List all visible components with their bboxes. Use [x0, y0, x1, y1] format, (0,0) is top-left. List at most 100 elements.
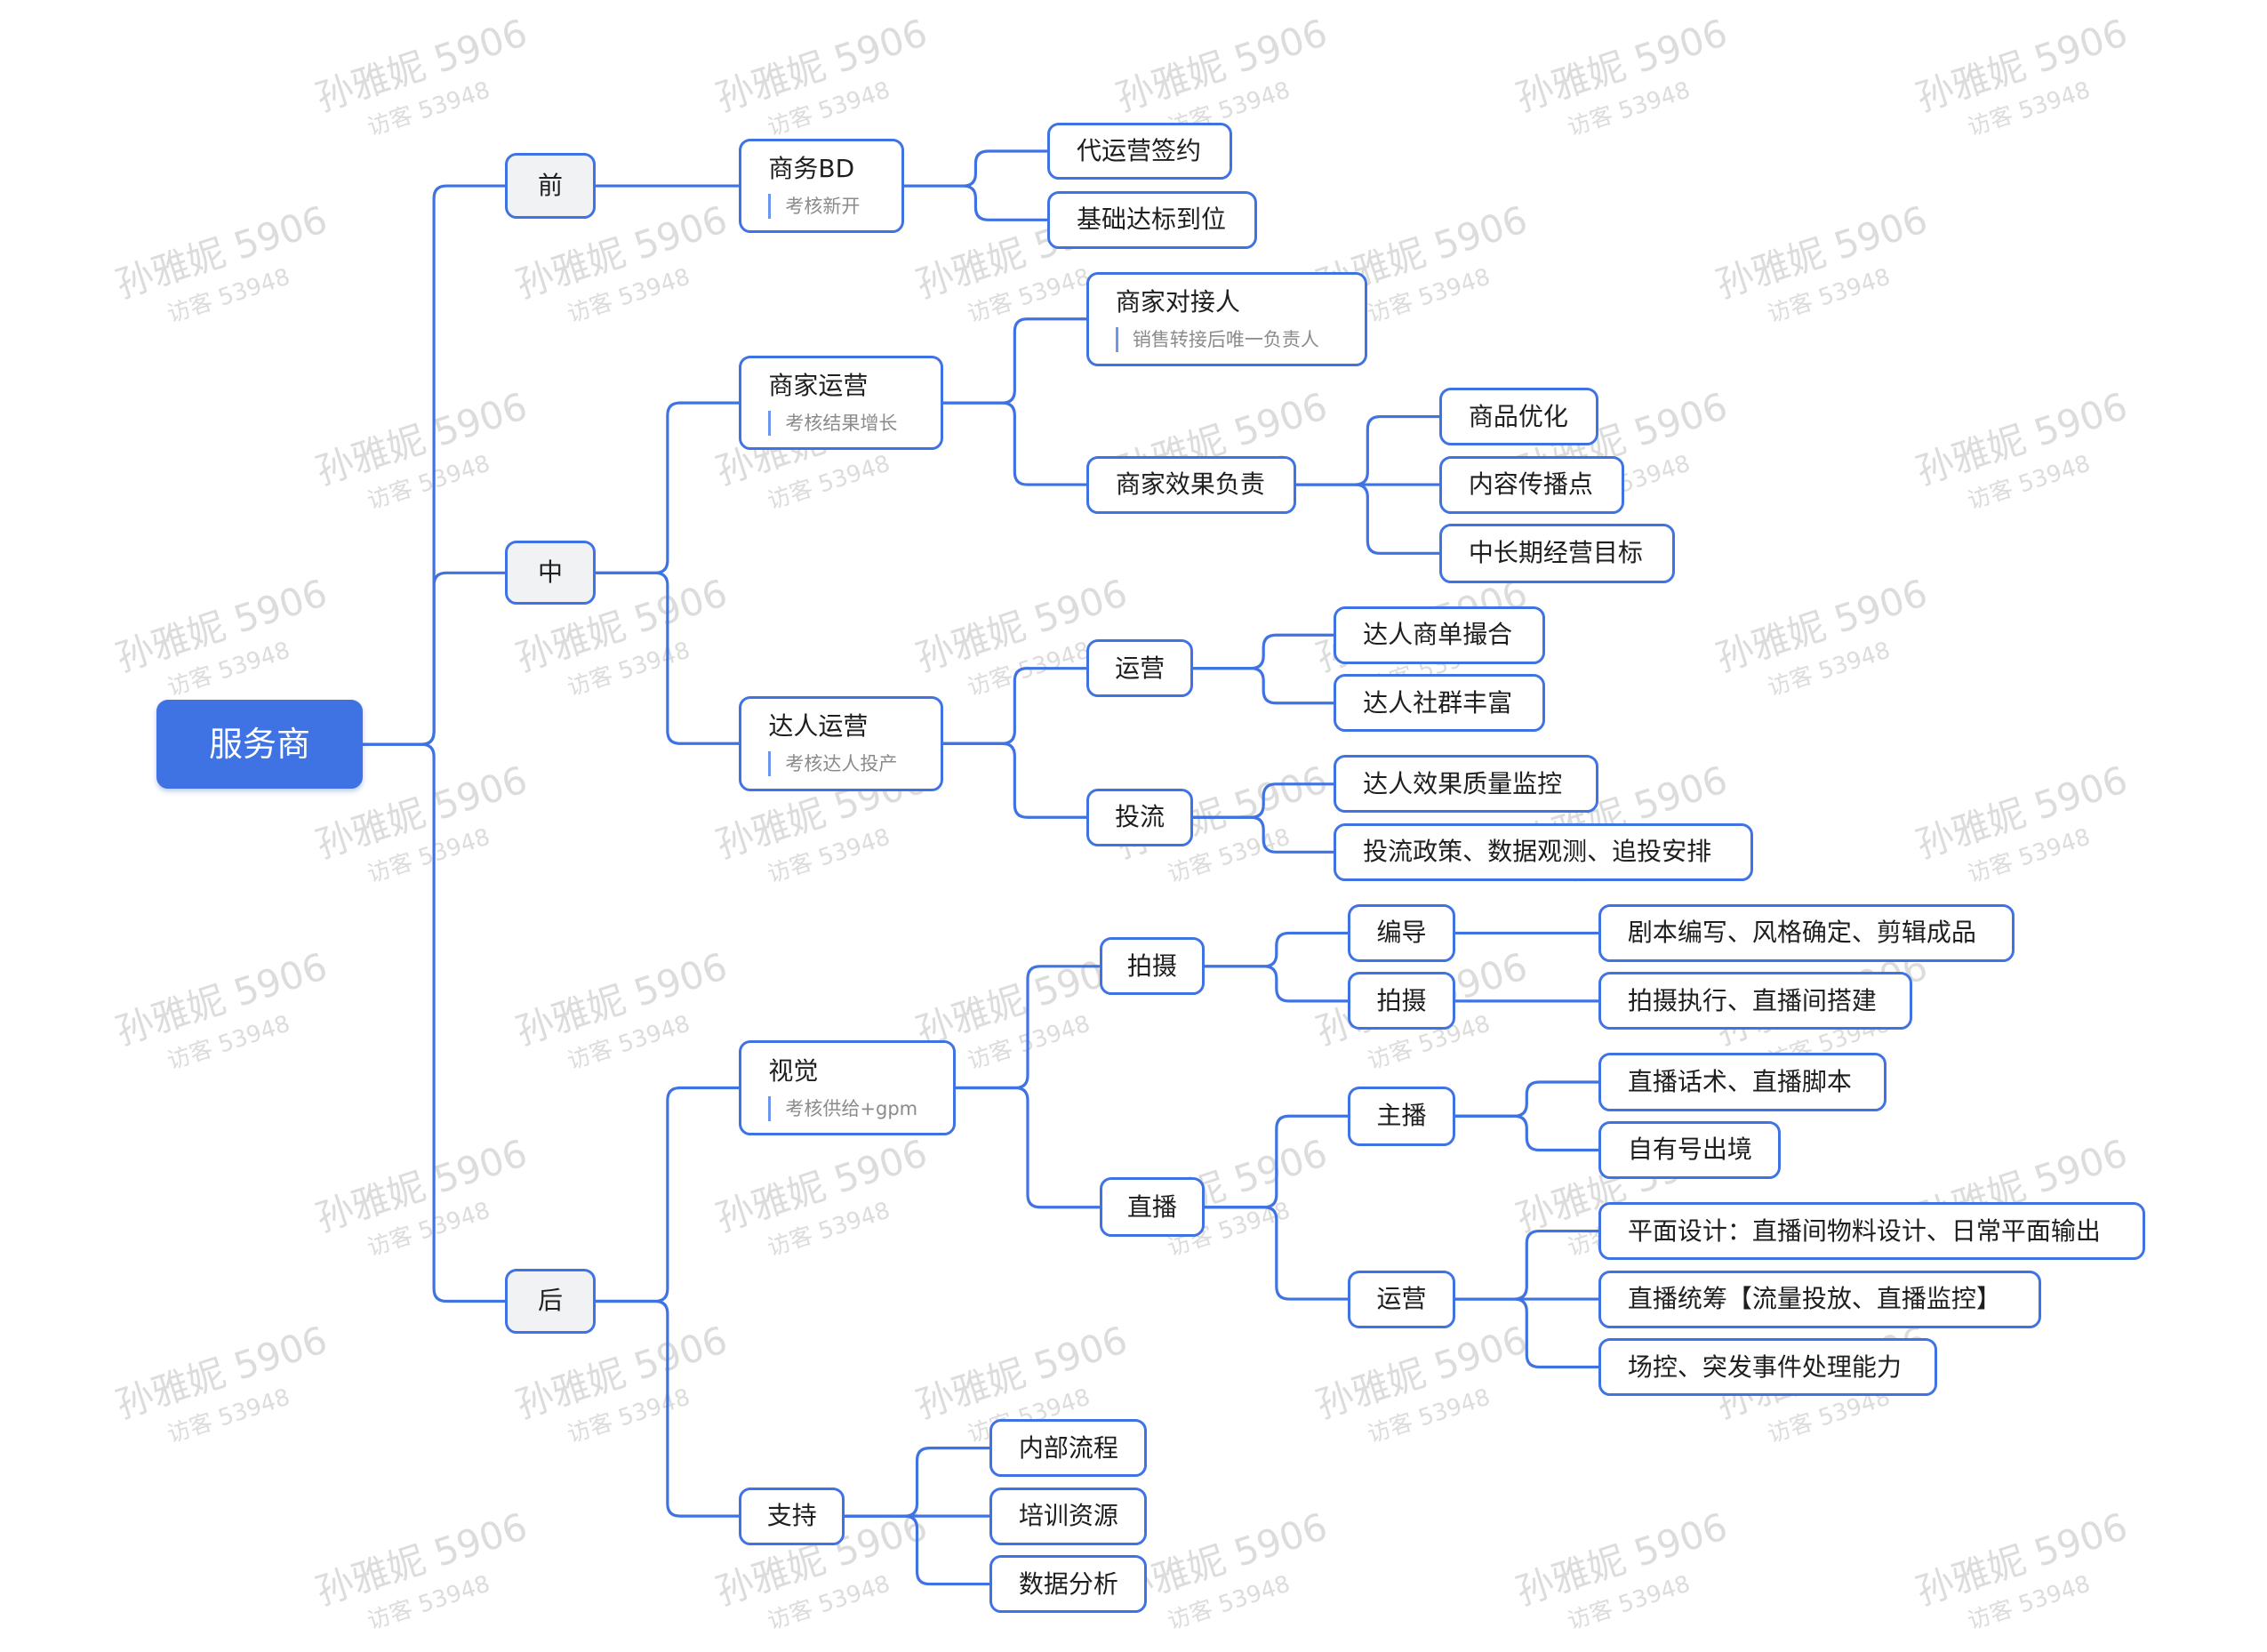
- connector-line: [1454, 1229, 1600, 1301]
- connector-s1-0-1: [1294, 414, 1441, 555]
- topic-label: 投流: [1115, 802, 1166, 832]
- topic-label: 内部流程: [1018, 1432, 1118, 1463]
- connector-line: [954, 965, 1101, 1090]
- topic-node-s0-0-1[interactable]: 基础达标到位: [1046, 190, 1257, 249]
- topic-note: 考核结果增长: [768, 411, 913, 437]
- topic-node-s1-0-1-1[interactable]: 内容传播点: [1438, 455, 1625, 514]
- topic-label: 场控、突发事件处理能力: [1627, 1351, 1902, 1382]
- topic-node-s1-1-0-1[interactable]: 达人社群丰富: [1334, 674, 1545, 733]
- topic-label: 商家对接人: [1115, 286, 1240, 317]
- connector-s2-0-1: [1203, 1114, 1350, 1301]
- connector-line: [1203, 931, 1350, 968]
- topic-label: 商品优化: [1468, 401, 1568, 431]
- root-node[interactable]: 服务商: [156, 700, 364, 789]
- topic-node-s2-0-1-1-2[interactable]: 场控、突发事件处理能力: [1598, 1337, 1937, 1397]
- topic-node-s1-0-1[interactable]: 商家效果负责: [1085, 455, 1296, 514]
- connector-line: [594, 401, 741, 574]
- connector-line: [1454, 1297, 1600, 1369]
- topic-node-s2[interactable]: 后: [504, 1268, 597, 1335]
- topic-node-s2-0-1-0-1[interactable]: 自有号出境: [1598, 1120, 1781, 1179]
- topic-node-s0[interactable]: 前: [504, 153, 597, 219]
- topic-label: 前: [538, 171, 564, 201]
- topic-label: 编导: [1376, 918, 1427, 948]
- topic-node-s1-1-0[interactable]: 运营: [1085, 639, 1194, 698]
- topic-node-s1-0-1-0[interactable]: 商品优化: [1438, 388, 1598, 446]
- connector-s1-1-1: [1191, 782, 1335, 854]
- topic-node-s2-0-1-1-0[interactable]: 平面设计：直播间物料设计、日常平面输出: [1598, 1202, 2145, 1261]
- topic-node-s2-0-1-0-0[interactable]: 直播话术、直播脚本: [1598, 1053, 1886, 1111]
- connector-line: [843, 1514, 991, 1586]
- topic-label: 数据分析: [1018, 1568, 1118, 1599]
- connector-line: [1294, 483, 1441, 555]
- topic-node-s2-0-0-1[interactable]: 拍摄: [1348, 972, 1455, 1030]
- topic-note: 考核供给+gpm: [768, 1095, 926, 1121]
- connector-s1-0: [941, 317, 1088, 486]
- topic-node-s1-0[interactable]: 商家运营考核结果增长: [739, 356, 943, 450]
- connector-s1: [594, 401, 741, 745]
- topic-label: 拍摄执行、直播间搭建: [1627, 985, 1877, 1015]
- topic-label: 剧本编写、风格确定、剪辑成品: [1627, 918, 1976, 948]
- topic-node-s0-0-0[interactable]: 代运营签约: [1046, 123, 1233, 180]
- topic-node-s2-1-1[interactable]: 培训资源: [989, 1487, 1148, 1545]
- topic-node-s1-1[interactable]: 达人运营考核达人投产: [739, 695, 943, 791]
- topic-node-s1-1-1[interactable]: 投流: [1085, 788, 1194, 846]
- topic-node-s2-0-1-1[interactable]: 运营: [1348, 1270, 1455, 1328]
- topic-label: 中: [538, 557, 564, 588]
- connector-s2-0-0: [1203, 931, 1350, 1003]
- topic-node-s2-0[interactable]: 视觉考核供给+gpm: [739, 1039, 957, 1136]
- topic-node-s1[interactable]: 中: [504, 541, 597, 605]
- connector-s0-0: [902, 149, 1049, 221]
- topic-node-s1-0-1-2[interactable]: 中长期经营目标: [1438, 523, 1676, 583]
- topic-label: 主播: [1376, 1101, 1427, 1131]
- topic-node-s1-1-0-0[interactable]: 达人商单撮合: [1334, 605, 1545, 664]
- topic-node-s1-1-1-0[interactable]: 达人效果质量监控: [1334, 755, 1598, 814]
- connector-line: [1191, 667, 1335, 705]
- topic-label: 投流政策、数据观测、追投安排: [1363, 837, 1712, 867]
- connector-line: [902, 149, 1049, 188]
- connector-s2: [594, 1086, 741, 1518]
- topic-label: 运营: [1115, 653, 1166, 683]
- connector-s1-1: [941, 667, 1088, 819]
- topic-label: 支持: [766, 1501, 817, 1531]
- topic-node-s2-1[interactable]: 支持: [739, 1487, 845, 1545]
- connector-line: [843, 1447, 991, 1518]
- topic-node-s2-0-0-0-0[interactable]: 剧本编写、风格确定、剪辑成品: [1598, 903, 2015, 962]
- connector-line: [941, 667, 1088, 745]
- connector-line: [1191, 782, 1335, 819]
- topic-node-s2-0-1[interactable]: 直播: [1099, 1177, 1206, 1238]
- topic-node-s2-0-0-1-0[interactable]: 拍摄执行、直播间搭建: [1598, 972, 1912, 1030]
- topic-node-s2-0-1-1-1[interactable]: 直播统筹【流量投放、直播监控】: [1598, 1270, 2041, 1328]
- topic-node-s2-0-0-0[interactable]: 编导: [1348, 903, 1455, 962]
- topic-label: 拍摄: [1376, 985, 1427, 1015]
- connector-line: [902, 184, 1049, 221]
- connector-s2-0: [954, 965, 1101, 1209]
- topic-node-s2-0-0[interactable]: 拍摄: [1099, 937, 1206, 996]
- connector-line: [361, 571, 507, 746]
- topic-node-s2-1-0[interactable]: 内部流程: [989, 1419, 1148, 1478]
- topic-label: 后: [538, 1286, 564, 1316]
- topic-node-s2-0-1-0[interactable]: 主播: [1348, 1086, 1455, 1146]
- topic-label: 培训资源: [1018, 1501, 1118, 1531]
- topic-label: 服务商: [209, 725, 311, 765]
- topic-label: 运营: [1376, 1284, 1427, 1314]
- topic-label: 直播: [1126, 1191, 1177, 1222]
- topic-label: 达人社群丰富: [1363, 687, 1513, 718]
- topic-label: 直播话术、直播脚本: [1627, 1066, 1852, 1096]
- topic-label: 内容传播点: [1468, 469, 1593, 500]
- connector-line: [1203, 1114, 1350, 1209]
- connector-line: [1454, 1114, 1600, 1152]
- topic-node-s1-0-0[interactable]: 商家对接人销售转接后唯一负责人: [1085, 271, 1367, 366]
- topic-node-s1-1-1-1[interactable]: 投流政策、数据观测、追投安排: [1334, 822, 1753, 881]
- topic-label: 平面设计：直播间物料设计、日常平面输出: [1627, 1215, 2101, 1246]
- topic-node-s2-1-2[interactable]: 数据分析: [989, 1555, 1148, 1614]
- connector-line: [941, 742, 1088, 819]
- connector-s2-0-1-0: [1454, 1080, 1600, 1152]
- connector-s2-1: [843, 1447, 991, 1586]
- connector-line: [594, 1299, 741, 1518]
- connector-s2-0-1-1: [1454, 1229, 1600, 1369]
- topic-label: 中长期经营目标: [1468, 538, 1643, 568]
- connector-root: [361, 184, 507, 1303]
